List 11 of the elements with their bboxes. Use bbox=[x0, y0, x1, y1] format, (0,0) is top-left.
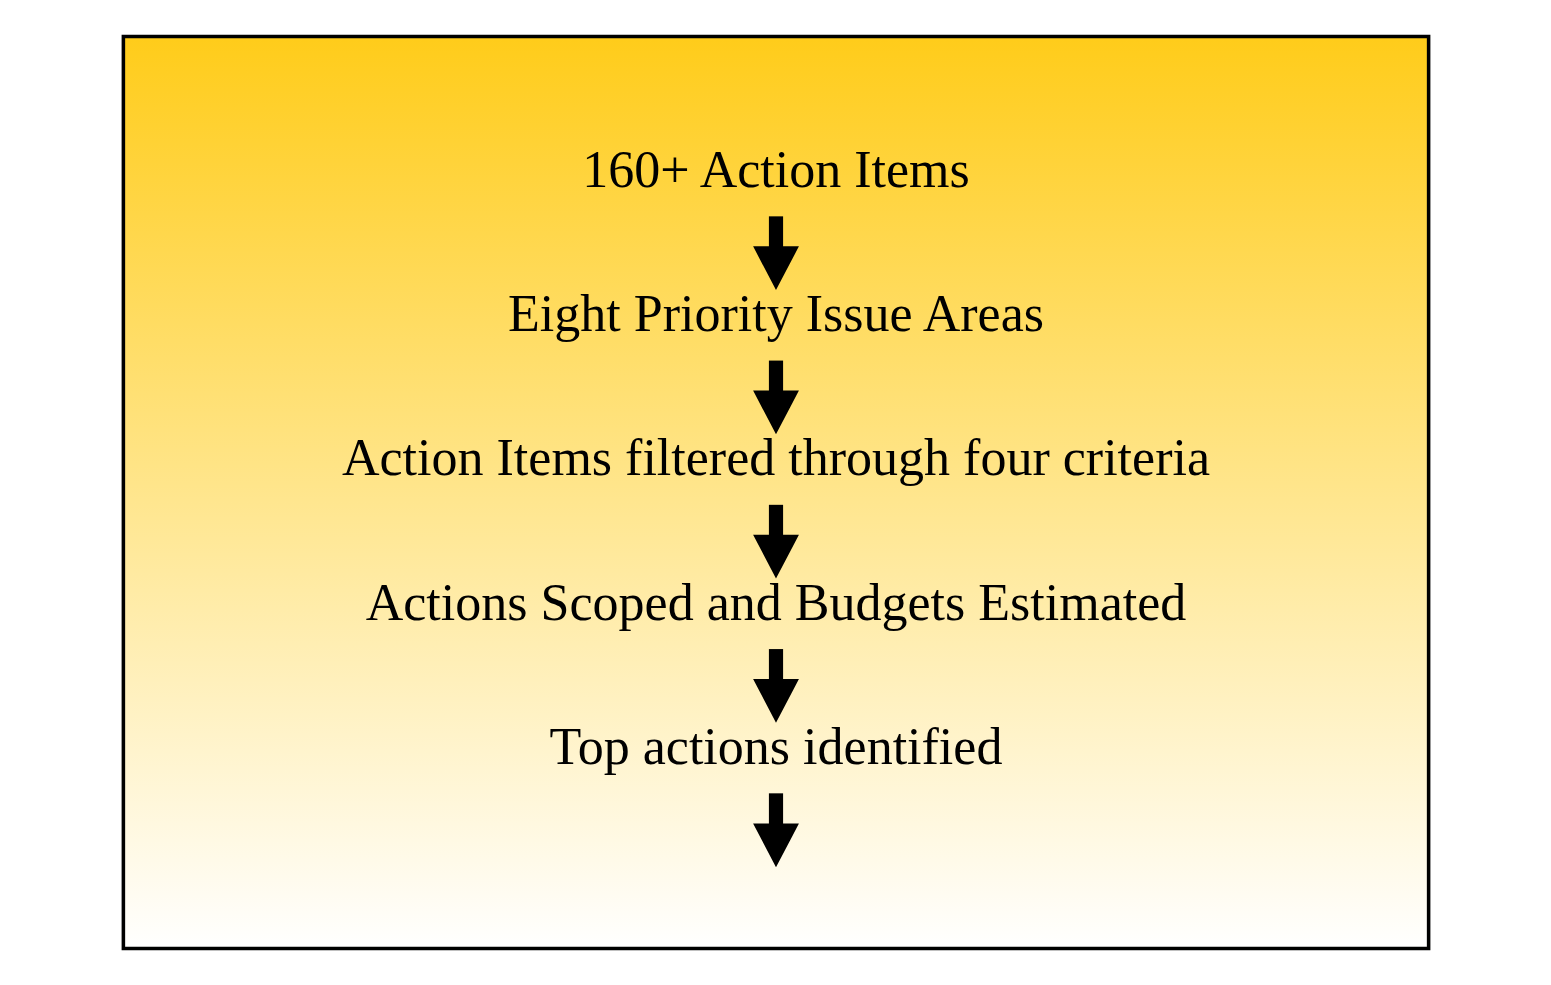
arrow bbox=[752, 216, 799, 291]
cluster bbox=[121, 34, 1430, 951]
node-text: Eight Priority Issue Areas bbox=[507, 285, 1044, 343]
arrow bbox=[752, 649, 799, 723]
arrow bbox=[752, 793, 799, 868]
node-text: Action Items filtered through four criteria bbox=[341, 429, 1210, 487]
node-text: 160+ Action Items bbox=[581, 140, 970, 198]
arrow bbox=[752, 360, 799, 435]
node-text: Top actions identified bbox=[549, 717, 1002, 775]
arrow bbox=[752, 504, 799, 579]
node-text: Actions Scoped and Budgets Estimated bbox=[365, 573, 1186, 631]
